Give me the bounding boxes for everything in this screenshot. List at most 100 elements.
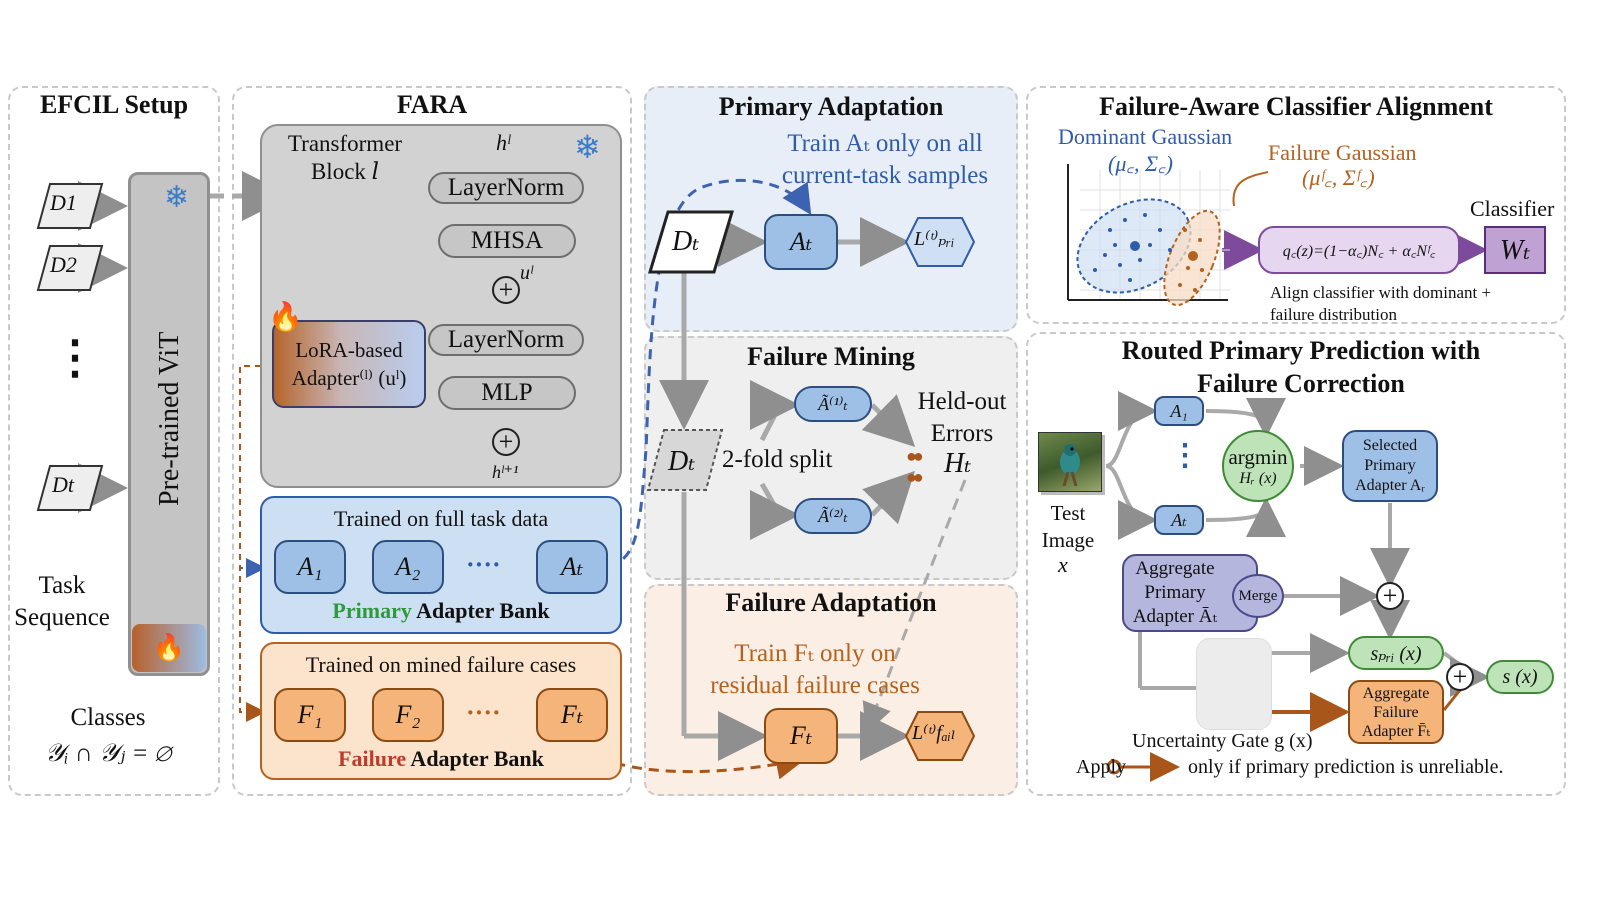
primary-bank-caption: Trained on full task data <box>333 506 549 531</box>
primary-loss: L⁽ᵗ⁾ₚᵣᵢ <box>914 228 955 250</box>
routing-adapter-t: Aₜ <box>1154 505 1204 535</box>
primary-adapter-1: A₁ <box>274 540 346 594</box>
bird-icon <box>1060 444 1080 486</box>
class-constraint: 𝒴ᵢ ∩ 𝒴ⱼ = ∅ <box>44 740 172 767</box>
dataset-dt-shape <box>36 465 104 511</box>
dataset-d2-shape <box>36 245 104 291</box>
layernorm-2: LayerNorm <box>428 324 584 356</box>
error-dots-icon: ●●●● <box>906 446 924 487</box>
primary-adaptation-note: Train Aₜ only on all current-task sample… <box>781 130 989 189</box>
routing-vdots: ⋮ <box>1170 439 1200 472</box>
primary-word: Primary <box>332 598 412 623</box>
failure-loss-hex <box>904 711 976 761</box>
dataset-dt-primary: Dₜ <box>672 226 700 257</box>
s-total-node: s (x) <box>1486 660 1554 694</box>
routing-adapter-1: A₁ <box>1154 396 1204 426</box>
two-fold-split-label: 2-fold split <box>722 446 833 473</box>
add-node-routing-1: + <box>1376 582 1404 610</box>
dataset-d1-shape <box>36 183 104 229</box>
dataset-dt: Dt <box>52 472 74 497</box>
snowflake-icon: ❄ <box>574 129 601 165</box>
pretrained-vit <box>128 172 210 676</box>
failure-adapter-1: F₁ <box>274 688 346 742</box>
add-node-2: + <box>492 428 520 456</box>
failure-bank-label: Failure Adapter Bank <box>260 746 622 772</box>
add-node-routing-2: + <box>1446 663 1474 691</box>
dataset-d2: D2 <box>50 252 77 277</box>
failure-adapter-t: Fₜ <box>536 688 608 742</box>
dataset-d1: D1 <box>50 190 77 215</box>
efcil-title: EFCIL Setup <box>39 90 189 119</box>
alignment-title: Failure-Aware Classifier Alignment <box>1099 92 1493 121</box>
failure-bank-dots: ···· <box>466 698 501 727</box>
failure-adapter-2: F₂ <box>372 688 444 742</box>
failure-bank-caption: Trained on mined failure cases <box>305 652 577 677</box>
primary-adapter-t: Aₜ <box>536 540 608 594</box>
primary-adapter-train: Aₜ <box>764 214 838 270</box>
held-out-errors-label: Held-out Errors <box>917 388 1007 447</box>
routing-title: Routed Primary Prediction with Failure C… <box>1121 336 1481 398</box>
vit-label: Pre-trained ViT <box>154 331 185 506</box>
lora-adapter: LoRA-based Adapter⁽ˡ⁾ (uˡ) <box>272 320 426 408</box>
snowflake-icon: ❄ <box>164 181 190 214</box>
alignment-panel <box>1026 86 1566 324</box>
routing-panel <box>1026 332 1566 796</box>
mhsa-block: MHSA <box>438 224 576 258</box>
aggregate-failure-adapter: Aggregate Failure Adapter F̄ₜ <box>1348 680 1444 744</box>
s-pri-node: sₚᵣᵢ (x) <box>1348 636 1444 670</box>
failure-mining-title: Failure Mining <box>747 342 915 371</box>
transformer-block-label: Transformer Block 𝑙 <box>287 131 403 184</box>
primary-adaptation-panel <box>644 86 1018 332</box>
dataset-dt-mining-shape <box>646 429 724 491</box>
held-out-errors-symbol: Hₜ <box>944 448 972 479</box>
primary-loss-hex <box>904 217 976 267</box>
primary-bank-rest: Adapter Bank <box>411 598 550 623</box>
fire-icon: 🔥 <box>132 624 206 672</box>
task-sequence-label: Task Sequence <box>14 572 110 631</box>
dataset-dt-primary-shape <box>648 210 734 274</box>
failure-gaussian-params: (μᶠ꜀, Σᶠ꜀) <box>1302 165 1375 190</box>
primary-adapter-2: A₂ <box>372 540 444 594</box>
dominant-gaussian-label: Dominant Gaussian <box>1058 124 1233 149</box>
primary-adaptation-title: Primary Adaptation <box>718 92 944 121</box>
primary-bank-label: Primary Adapter Bank <box>260 598 622 624</box>
layernorm-1: LayerNorm <box>428 172 584 204</box>
add-node-1: + <box>492 276 520 304</box>
failure-adapter-train: Fₜ <box>764 708 838 764</box>
apply-prefix: Apply <box>1076 756 1126 778</box>
uncertainty-gate-label: Uncertainty Gate g (x) <box>1132 730 1313 752</box>
mixture-formula: q꜀(z)=(1−α꜀)N꜀ + α꜀Nᶠ꜀ <box>1258 226 1460 274</box>
argmin-label: argmin <box>1228 444 1288 469</box>
dominant-gaussian-params: (μ꜀, Σ꜀) <box>1108 151 1173 176</box>
gaussian-plot <box>1067 164 1230 307</box>
merge-node: Merge <box>1232 574 1284 618</box>
test-image <box>1038 432 1102 492</box>
aggregate-primary-adapter: Aggregate Primary Adapter Āₜ <box>1122 554 1258 632</box>
classes-label: Classes <box>70 704 146 731</box>
fara-title: FARA <box>396 90 468 119</box>
fara-panel <box>232 86 632 796</box>
fold-adapter-1: Ã⁽¹⁾ₜ <box>794 386 872 422</box>
selected-primary-adapter: Selected Primary Adapter Aᵣ <box>1342 430 1438 502</box>
dataset-dt-mining: Dₜ <box>668 446 696 477</box>
failure-word: Failure <box>338 746 407 771</box>
h-in-label: hˡ <box>496 130 510 155</box>
uncertainty-gate-box <box>1196 638 1272 730</box>
apply-suffix: only if primary prediction is unreliable… <box>1188 756 1504 778</box>
fold-adapter-2: Ã⁽²⁾ₜ <box>794 498 872 534</box>
failure-gaussian-label: Failure Gaussian <box>1268 140 1417 165</box>
u-label: uˡ <box>520 262 533 284</box>
dataset-ellipsis: ⋮ <box>52 332 98 383</box>
classifier-label: Classifier <box>1470 196 1555 221</box>
alignment-caption: Align classifier with dominant + failure… <box>1270 283 1492 324</box>
failure-adaptation-note: Train Fₜ only on residual failure cases <box>710 640 920 699</box>
primary-bank-dots: ···· <box>466 550 501 579</box>
test-image-x: x <box>1058 552 1068 577</box>
failure-loss: L⁽ᵗ⁾fₐᵢₗ <box>912 722 956 744</box>
efcil-panel <box>8 86 220 796</box>
test-image-label: Test Image <box>1041 501 1095 552</box>
fire-icon: 🔥 <box>268 302 303 333</box>
classifier-box: Wₜ <box>1484 226 1546 274</box>
argmin-node: argmin Hᵣ (x) <box>1222 430 1294 502</box>
failure-bank-rest: Adapter Bank <box>406 746 544 771</box>
